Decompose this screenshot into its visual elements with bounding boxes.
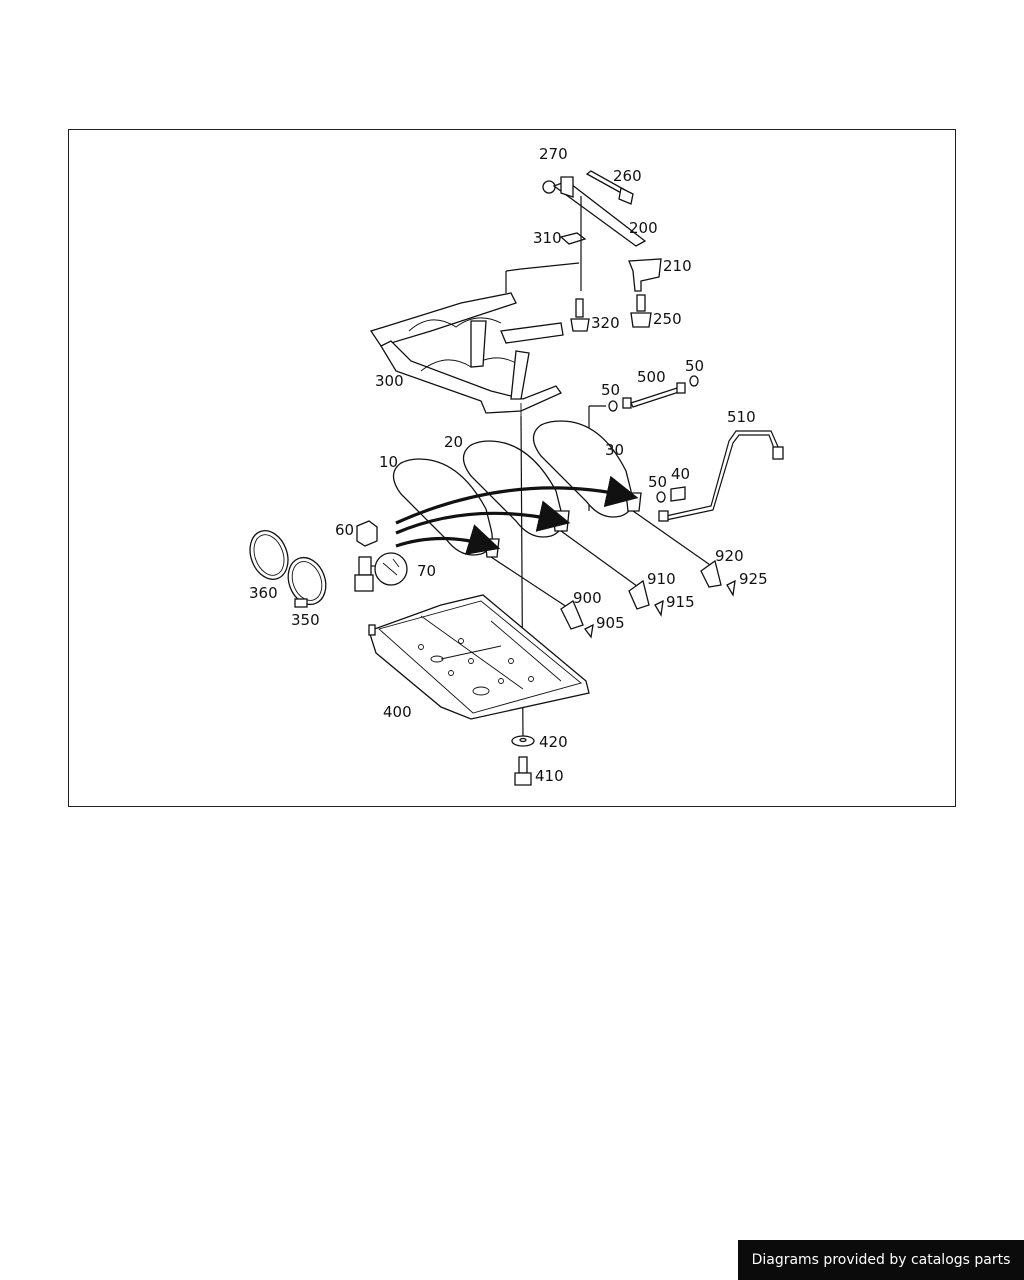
label-260: 260 <box>613 167 642 185</box>
label-350: 350 <box>291 611 320 629</box>
label-920: 920 <box>715 547 744 565</box>
label-320: 320 <box>591 314 620 332</box>
caps <box>490 510 736 639</box>
label-900: 900 <box>573 589 602 607</box>
label-400: 400 <box>383 703 412 721</box>
label-250: 250 <box>653 310 682 328</box>
label-50-top-left: 50 <box>601 381 620 399</box>
line-510 <box>658 430 784 522</box>
label-410: 410 <box>535 767 564 785</box>
part-number-labels: 270 260 200 310 210 320 250 300 500 50 5… <box>249 145 768 785</box>
parts-diagram-frame: 270 260 200 310 210 320 250 300 500 50 5… <box>68 129 956 807</box>
label-200: 200 <box>629 219 658 237</box>
label-300: 300 <box>375 372 404 390</box>
label-360: 360 <box>249 584 278 602</box>
label-70: 70 <box>417 562 436 580</box>
label-270: 270 <box>539 145 568 163</box>
label-420: 420 <box>539 733 568 751</box>
tank-frame-300 <box>369 292 564 416</box>
fasteners-420-410 <box>511 735 535 786</box>
exploded-parts-diagram: 270 260 200 310 210 320 250 300 500 50 5… <box>249 145 784 786</box>
label-20: 20 <box>444 433 463 451</box>
label-10: 10 <box>379 453 398 471</box>
parts-60-70 <box>354 520 408 592</box>
bracket-assembly <box>505 170 662 332</box>
label-915: 915 <box>666 593 695 611</box>
label-50-top-right: 50 <box>685 357 704 375</box>
rings-360-350 <box>249 530 327 608</box>
label-925: 925 <box>739 570 768 588</box>
tray-400 <box>368 594 590 720</box>
label-40: 40 <box>671 465 690 483</box>
label-910: 910 <box>647 570 676 588</box>
label-905: 905 <box>596 614 625 632</box>
label-500: 500 <box>637 368 666 386</box>
label-50-middle: 50 <box>648 473 667 491</box>
diagram-credit-banner: Diagrams provided by catalogs parts <box>738 1240 1024 1280</box>
label-60: 60 <box>335 521 354 539</box>
label-310: 310 <box>533 229 562 247</box>
label-30: 30 <box>605 441 624 459</box>
label-510: 510 <box>727 408 756 426</box>
tanks <box>392 415 686 742</box>
label-210: 210 <box>663 257 692 275</box>
